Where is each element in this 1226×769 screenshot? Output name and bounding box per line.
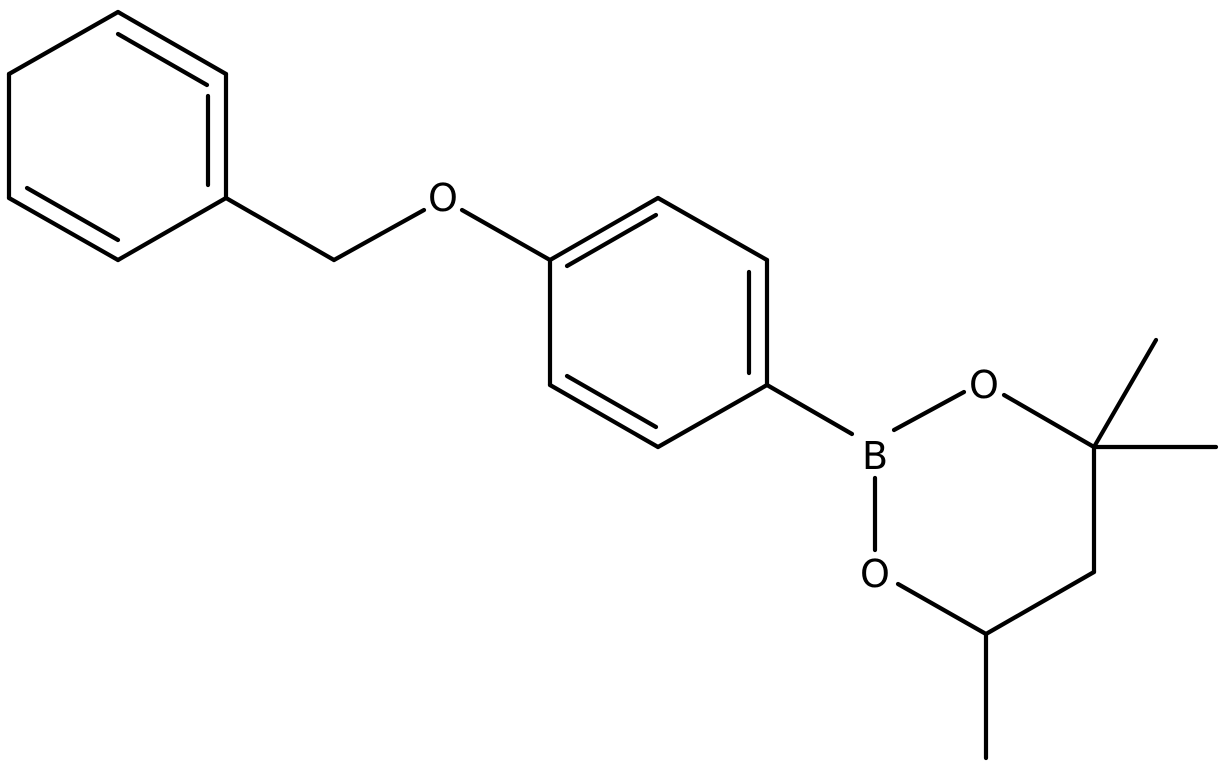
bond (764, 382, 855, 437)
double-bond-inner (115, 31, 210, 88)
bond (1001, 392, 1097, 450)
bond (547, 382, 661, 450)
atom-label-boron: B (862, 434, 888, 478)
bond (6, 9, 121, 77)
dioxaborinane-ring (764, 337, 1219, 761)
bond (331, 207, 427, 263)
linker-bonds (223, 195, 553, 263)
double-bond-inner (564, 373, 659, 430)
double-bond-inner (24, 185, 121, 243)
bond (547, 195, 661, 263)
bond (655, 382, 770, 450)
bond (655, 195, 770, 263)
atom-labels: O B O O (428, 176, 999, 596)
bond (891, 389, 967, 433)
bond (459, 207, 553, 263)
bond (223, 195, 337, 263)
bond (983, 569, 1097, 637)
bond (115, 195, 229, 263)
bond (895, 581, 989, 637)
benzyl-phenyl-ring (6, 9, 229, 263)
atom-label-oxygen-ring-upper: O (969, 363, 999, 407)
atom-label-oxygen-ether: O (428, 176, 458, 220)
atom-label-oxygen-ring-lower: O (860, 552, 890, 596)
methyl-bond (1091, 337, 1159, 450)
bond (115, 9, 229, 77)
bond (6, 195, 121, 263)
double-bond-inner (564, 212, 659, 269)
central-phenyl-ring (547, 195, 770, 450)
